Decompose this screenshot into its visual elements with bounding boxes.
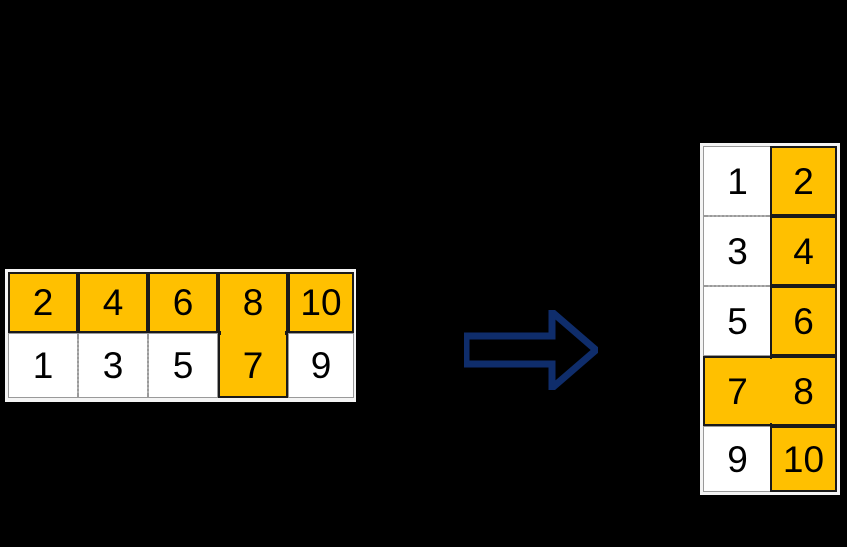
right-cell-6-label: 6 <box>793 300 814 342</box>
left-cell-7-label: 7 <box>242 345 264 386</box>
right-cell-8-label: 8 <box>793 370 814 412</box>
right-grid-figure: 1 3 5 7 9 2 4 6 8 10 <box>700 143 840 495</box>
right-cell-3[interactable]: 3 <box>703 216 772 286</box>
left-cell-9[interactable]: 9 <box>288 333 354 398</box>
right-cell-5-label: 5 <box>727 300 748 342</box>
left-cell-7[interactable]: 7 <box>218 333 288 398</box>
left-cell-1[interactable]: 1 <box>8 333 78 398</box>
left-merge-patch-8-7 <box>221 329 285 337</box>
right-cell-10[interactable]: 10 <box>770 426 837 492</box>
right-cell-4-label: 4 <box>793 230 814 272</box>
right-cell-7[interactable]: 7 <box>703 356 772 426</box>
transform-arrow <box>464 310 598 390</box>
left-cell-10[interactable]: 10 <box>288 272 354 333</box>
left-cell-9-label: 9 <box>310 345 332 386</box>
right-cell-1-label: 1 <box>727 160 748 202</box>
left-cell-2-label: 2 <box>32 282 54 323</box>
right-cell-6[interactable]: 6 <box>770 286 837 356</box>
left-cell-8-label: 8 <box>242 282 264 323</box>
left-cell-3-label: 3 <box>102 345 124 386</box>
left-cell-5[interactable]: 5 <box>148 333 218 398</box>
left-cell-3[interactable]: 3 <box>78 333 148 398</box>
left-cell-4-label: 4 <box>102 282 124 323</box>
right-cell-4[interactable]: 4 <box>770 216 837 286</box>
right-cell-7-label: 7 <box>727 370 748 412</box>
right-cell-5[interactable]: 5 <box>703 286 772 356</box>
left-grid-figure: 2 4 6 8 10 1 3 5 7 9 <box>5 269 356 402</box>
left-cell-8[interactable]: 8 <box>218 272 288 333</box>
left-cell-4[interactable]: 4 <box>78 272 148 333</box>
left-cell-2[interactable]: 2 <box>8 272 78 333</box>
right-cell-2-label: 2 <box>793 160 814 202</box>
right-cell-8[interactable]: 8 <box>770 356 837 426</box>
left-cell-10-label: 10 <box>300 282 342 323</box>
right-cell-3-label: 3 <box>727 230 748 272</box>
right-cell-10-label: 10 <box>782 438 825 480</box>
left-cell-6-label: 6 <box>172 282 194 323</box>
right-merge-patch-7-8 <box>766 359 776 423</box>
right-cell-1[interactable]: 1 <box>703 146 772 216</box>
right-cell-9-label: 9 <box>727 438 748 480</box>
right-cell-9[interactable]: 9 <box>703 426 772 492</box>
left-cell-6[interactable]: 6 <box>148 272 218 333</box>
left-cell-5-label: 5 <box>172 345 194 386</box>
right-cell-2[interactable]: 2 <box>770 146 837 216</box>
left-cell-1-label: 1 <box>32 345 54 386</box>
